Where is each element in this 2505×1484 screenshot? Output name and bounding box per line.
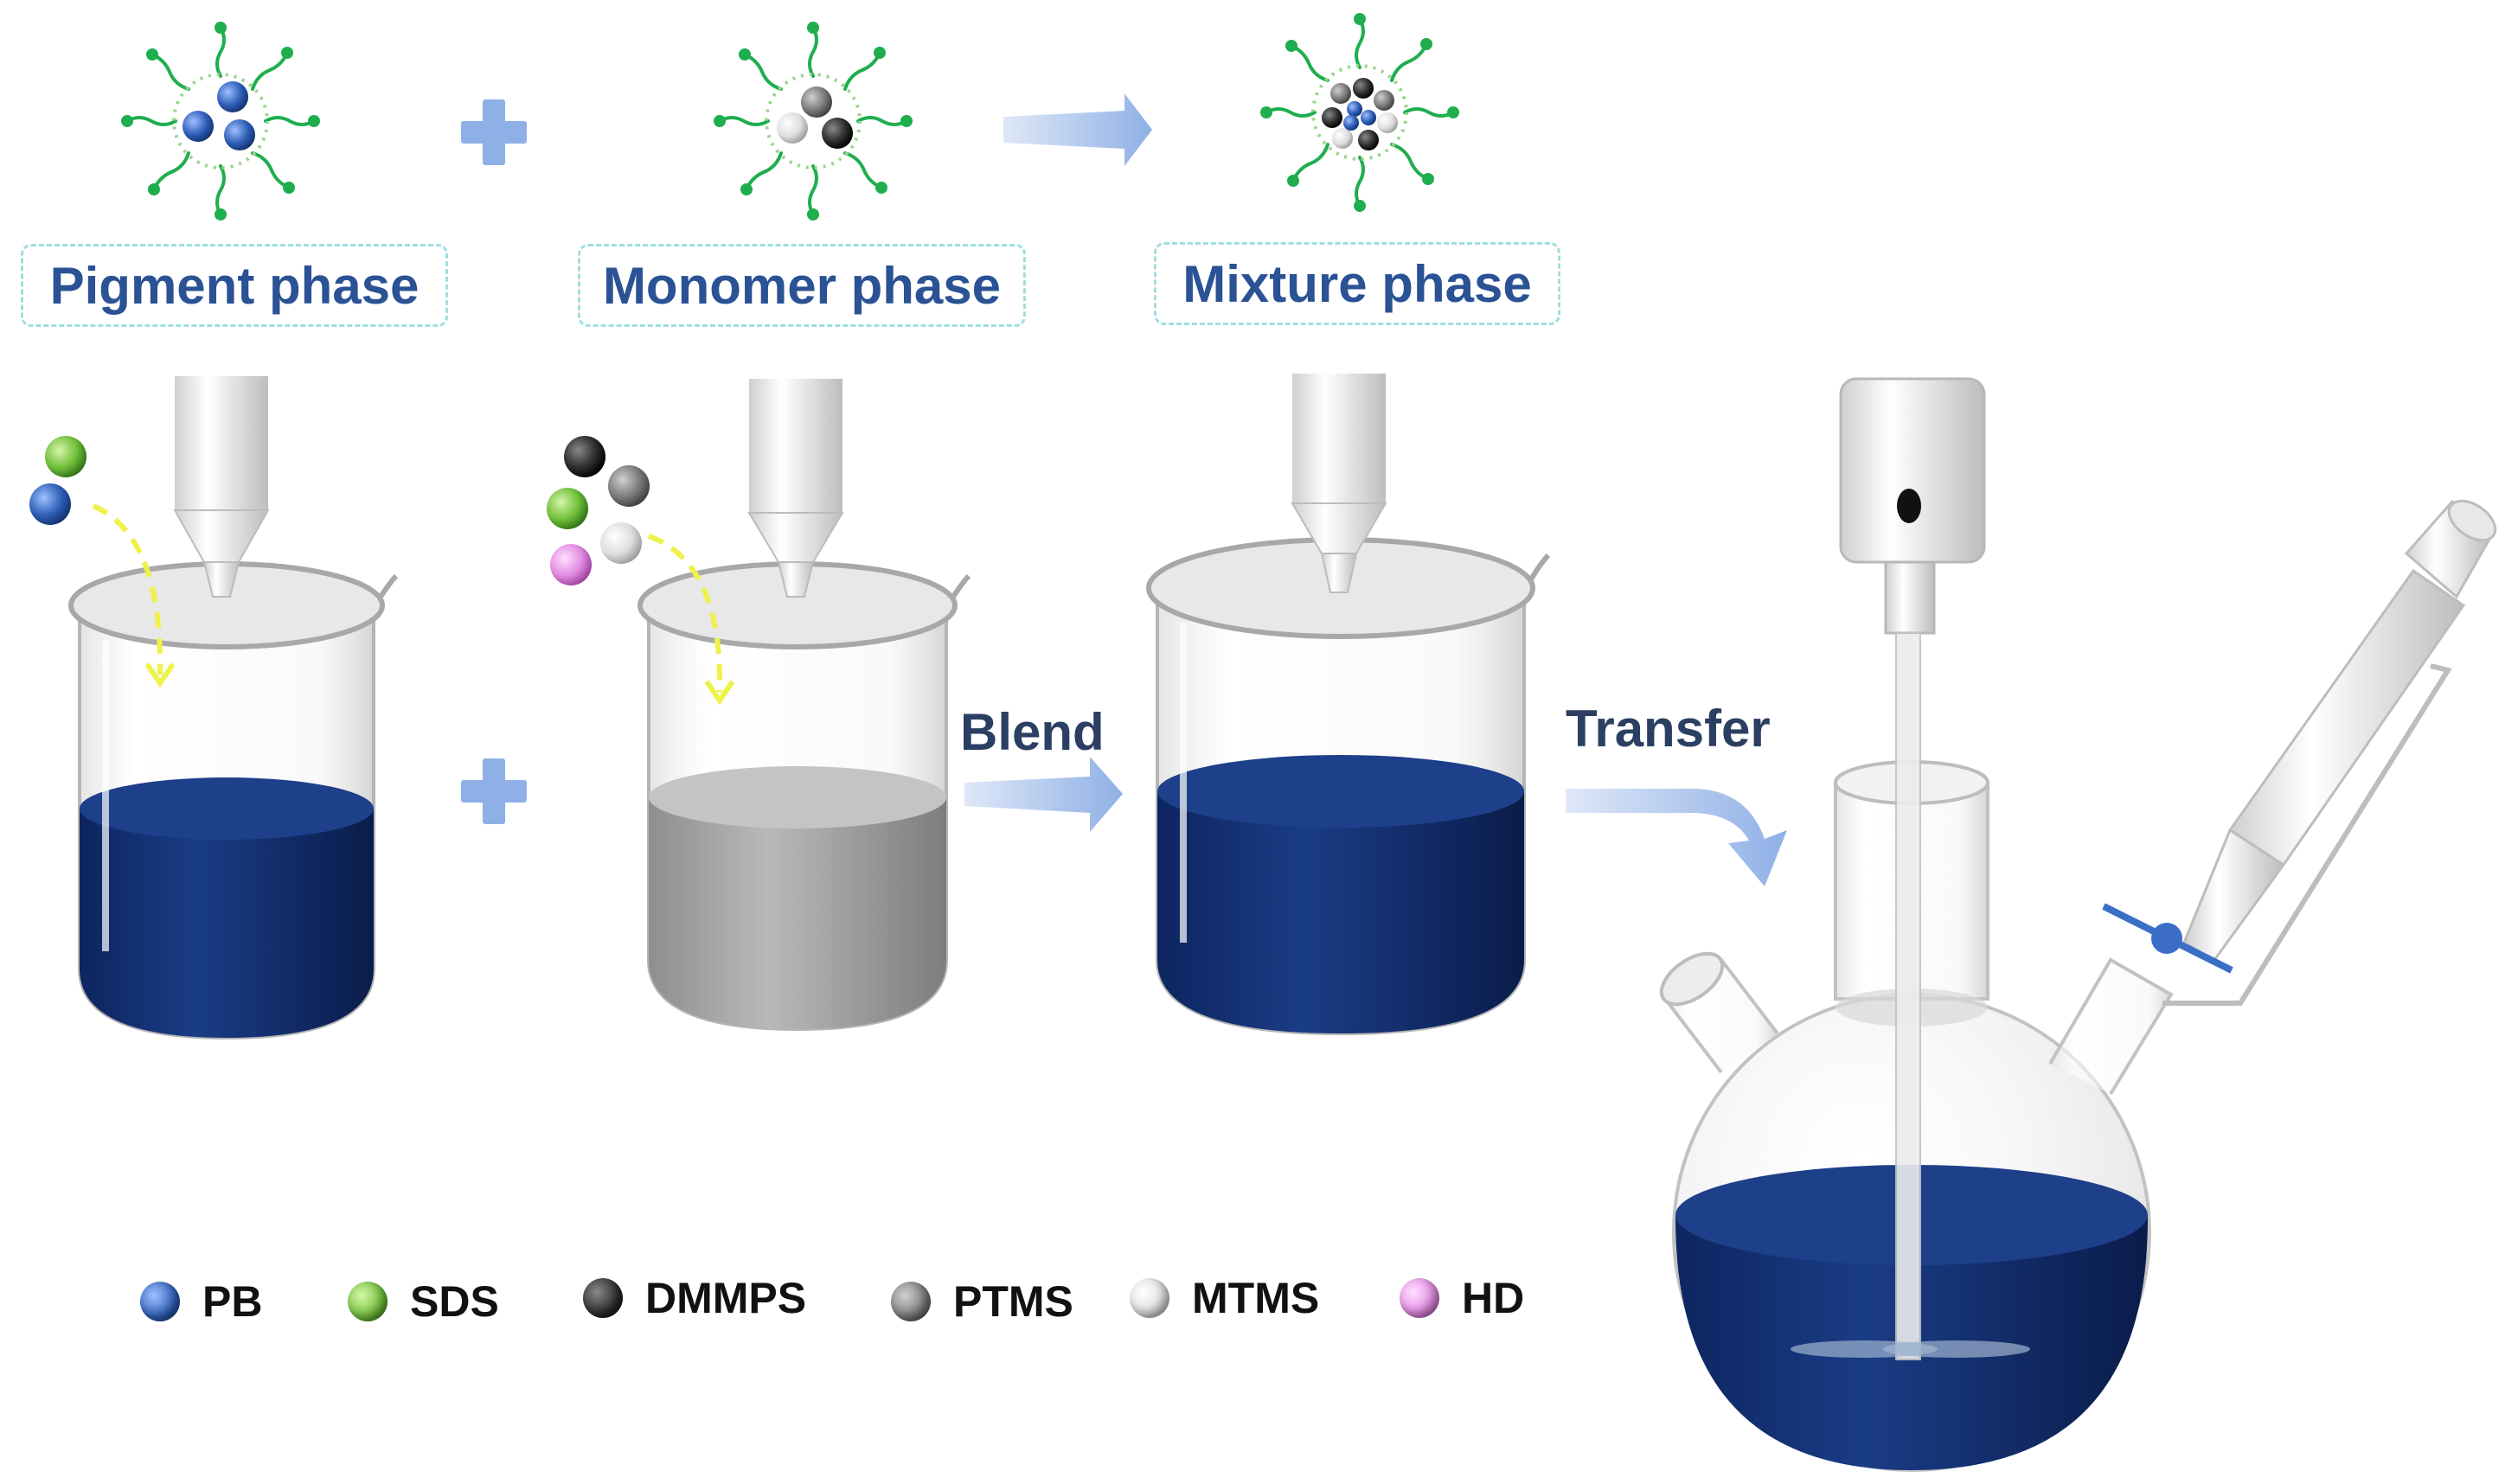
mtms-legend-icon [1130,1278,1169,1318]
dmmps-legend-icon [583,1278,623,1318]
legend-item-pb: PB [140,1276,262,1327]
hd-particle-icon [550,544,592,585]
monomer-micelle-icon [712,20,914,222]
mtms-particle-icon [600,522,642,564]
legend-label: MTMS [1192,1274,1320,1322]
sds-legend-icon [348,1282,388,1321]
mixture-beaker [1146,537,1551,1036]
monomer-phase-label: Monomer phase [602,256,1002,315]
ptms-particle-icon [608,465,650,507]
homogenizer-probe-3 [1291,374,1387,593]
legend-item-ptms: PTMS [891,1276,1073,1327]
stirrer-motor [1839,377,1986,635]
mixture-phase-box: Mixture phase [1154,242,1560,325]
plus-icon-middle [461,758,527,824]
sds-particle-icon [45,436,86,477]
legend-label: PTMS [953,1277,1073,1326]
sds-particle-icon-2 [547,488,588,529]
monomer-phase-box: Monomer phase [578,244,1026,327]
monomer-beaker [637,561,971,1032]
legend-label: HD [1462,1274,1525,1322]
pigment-phase-label: Pigment phase [49,256,420,315]
pigment-beaker [68,561,399,1040]
legend-label: DMMPS [645,1274,807,1322]
dropping-funnel [2102,499,2497,1006]
legend-item-sds: SDS [348,1276,499,1327]
pigment-phase-box: Pigment phase [21,244,448,327]
plus-icon-top [461,99,527,165]
stirrer-rod [1791,632,2030,1360]
ptms-legend-icon [891,1282,931,1321]
arrow-icon-top [1003,93,1152,166]
mixture-micelle-icon [1259,11,1461,214]
blend-label: Blend [960,703,1105,761]
legend-label: SDS [410,1277,499,1326]
legend-label: PB [202,1277,263,1326]
pigment-micelle-icon [119,20,322,222]
mixture-phase-label: Mixture phase [1182,254,1532,313]
legend-item-dmmps: DMMPS [583,1273,806,1323]
pb-legend-icon [140,1282,180,1321]
legend-item-mtms: MTMS [1130,1273,1319,1323]
transfer-label: Transfer [1566,700,1771,758]
dmmps-particle-icon [564,436,605,477]
pour-arrow-icon [92,503,163,675]
blend-arrow-icon [964,757,1123,832]
transfer-arrow-icon [1566,789,1787,886]
hd-legend-icon [1400,1278,1439,1318]
homogenizer-probe-1 [173,376,270,598]
legend-item-hd: HD [1400,1273,1524,1323]
homogenizer-probe-2 [747,379,844,598]
pb-particle-icon [29,483,71,525]
